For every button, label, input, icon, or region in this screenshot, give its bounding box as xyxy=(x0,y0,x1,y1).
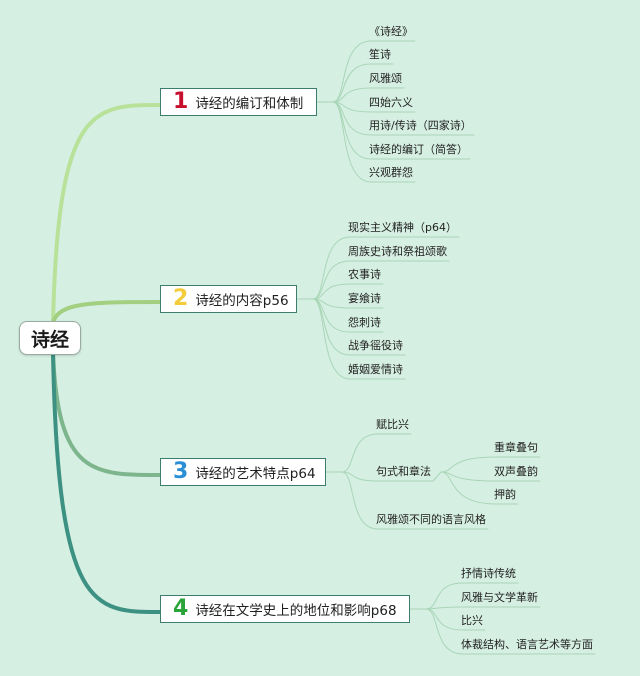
leaf-item[interactable]: 宴飨诗 xyxy=(348,292,381,305)
leaf-connector xyxy=(440,456,541,473)
branch-connector xyxy=(51,351,162,614)
leaf-connector xyxy=(312,298,384,309)
branch-node-2[interactable]: 2 诗经的内容p56 xyxy=(160,285,297,313)
leaf-item[interactable]: 风雅与文学革新 xyxy=(461,591,538,604)
leaf-connector xyxy=(332,40,416,103)
leaf-connector xyxy=(312,260,450,300)
branch-number-2: 2 xyxy=(173,286,189,311)
leaf-item[interactable]: 周族史诗和祭祖颂歌 xyxy=(348,245,447,258)
leaf-item[interactable]: 婚姻爱情诗 xyxy=(348,363,403,376)
leaf-item[interactable]: 《诗经》 xyxy=(369,25,413,38)
branch-connector xyxy=(51,103,162,325)
leaf-item[interactable]: 用诗/传诗（四家诗） xyxy=(369,119,472,132)
leaf-connector xyxy=(341,471,434,482)
leaf-connector xyxy=(432,471,442,482)
leaf-item[interactable]: 诗经的编订（简答） xyxy=(369,143,468,156)
leaf-connector xyxy=(332,101,416,183)
leaf-connector xyxy=(425,608,486,631)
branch-node-4[interactable]: 4 诗经在文学史上的地位和影响p68 xyxy=(160,595,410,623)
leaf-item[interactable]: 句式和章法 xyxy=(376,465,431,478)
leaf-connector xyxy=(425,608,596,655)
leaf-connector xyxy=(440,471,519,505)
branch-number-4: 4 xyxy=(173,596,189,621)
sub-leaf-item[interactable]: 押韵 xyxy=(494,488,516,501)
branch-connector xyxy=(51,351,162,477)
branch-number-1: 1 xyxy=(173,89,189,114)
root-label: 诗经 xyxy=(30,328,69,351)
branch-title-1: 诗经的编订和体制 xyxy=(195,96,304,112)
leaf-item[interactable]: 战争徭役诗 xyxy=(348,339,403,352)
leaf-item[interactable]: 四始六义 xyxy=(369,96,413,109)
leaf-item[interactable]: 比兴 xyxy=(461,614,483,627)
leaf-connector xyxy=(425,606,541,610)
leaf-item[interactable]: 体裁结构、语言艺术等方面 xyxy=(461,638,593,651)
leaf-connector xyxy=(312,283,384,300)
leaf-item[interactable]: 抒情诗传统 xyxy=(461,567,516,580)
leaf-connector xyxy=(312,236,460,300)
branch-node-1[interactable]: 1 诗经的编订和体制 xyxy=(160,88,317,116)
branch-connector xyxy=(51,300,162,325)
leaf-connector xyxy=(312,298,384,333)
branch-number-3: 3 xyxy=(173,459,189,484)
leaf-item[interactable]: 现实主义精神（p64） xyxy=(348,221,457,234)
sub-leaf-item[interactable]: 重章叠句 xyxy=(494,441,538,454)
leaf-item[interactable]: 赋比兴 xyxy=(376,418,409,431)
branch-title-4: 诗经在文学史上的地位和影响p68 xyxy=(195,603,397,619)
leaf-connector xyxy=(332,101,475,136)
leaf-item[interactable]: 兴观群怨 xyxy=(369,166,413,179)
leaf-item[interactable]: 农事诗 xyxy=(348,268,381,281)
leaf-item[interactable]: 风雅颂 xyxy=(369,72,402,85)
leaf-connector xyxy=(332,87,405,103)
leaf-connector xyxy=(332,101,416,113)
leaf-connector xyxy=(440,471,541,482)
leaf-item[interactable]: 风雅颂不同的语言风格 xyxy=(376,513,486,526)
branch-title-2: 诗经的内容p56 xyxy=(195,293,289,309)
leaf-item[interactable]: 笙诗 xyxy=(369,48,391,61)
leaf-connector xyxy=(341,433,412,473)
leaf-connector xyxy=(341,471,489,530)
leaf-connector xyxy=(332,63,394,103)
sub-leaf-item[interactable]: 双声叠韵 xyxy=(494,465,538,478)
leaf-item[interactable]: 怨刺诗 xyxy=(348,316,381,329)
leaf-connector xyxy=(312,298,406,380)
root-node[interactable]: 诗经 xyxy=(19,321,81,355)
leaf-connector xyxy=(425,582,519,610)
branch-title-3: 诗经的艺术特点p64 xyxy=(195,466,316,482)
branch-node-3[interactable]: 3 诗经的艺术特点p64 xyxy=(160,458,326,486)
